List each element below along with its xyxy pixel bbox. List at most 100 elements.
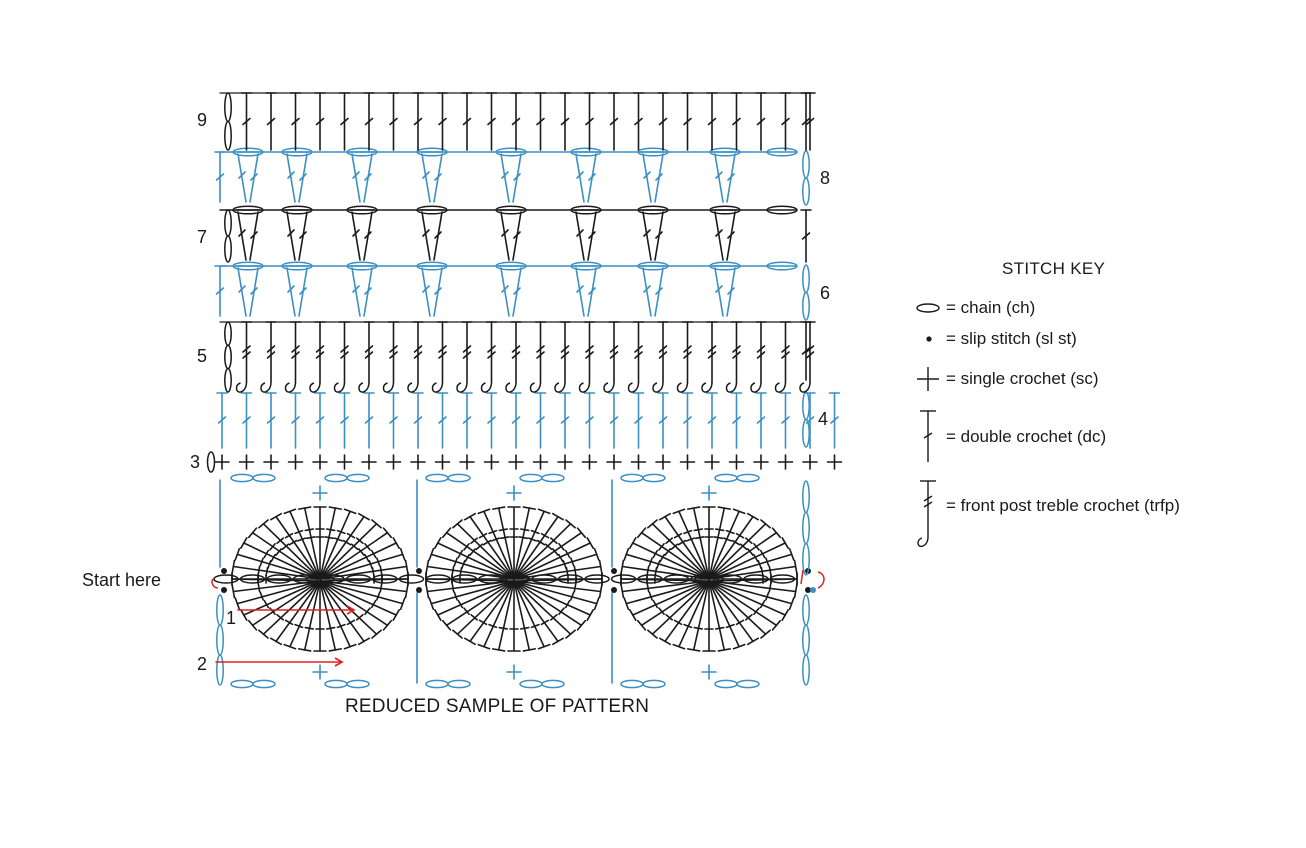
row5-trfp-bar1 [634,345,643,353]
fan-bottom-bar [370,599,377,609]
fan-top-stitch [513,507,531,580]
fan-top-stitch [708,515,754,580]
fan-bottom-stitch [708,580,797,593]
row-number-2: 2 [197,654,208,674]
fan-top-bar2 [746,548,754,556]
row7-v-left [642,211,652,261]
row2-bottom-chain [447,679,471,689]
fan-top-stitch [513,515,559,580]
row5-trfp-bar1 [732,345,741,353]
row9-dc-bar [609,117,619,126]
fan-top-stitch [303,507,321,580]
row6-v-left [714,267,724,317]
fan-bottom-cap [576,619,587,631]
row8-v-left [714,153,724,203]
fan-bottom-bar [470,613,479,621]
fan-top-cap [565,519,576,529]
fan-top-stitch [436,542,515,580]
fan-top-cap [593,547,600,561]
row5-trfp-hook [431,381,444,393]
fan-bottom-stitch [231,578,321,582]
row4-dc-bar [438,416,447,424]
row7-v-bar-r [250,231,258,239]
row4-dc-bar [511,416,521,424]
row4-dc-bar [340,416,349,424]
row5-trfp-bar1 [585,345,594,353]
row4-dc-bar [658,416,668,424]
row8-v-left [421,153,431,203]
fan-top-cap [258,519,269,529]
fan-bottom-cap [231,584,236,599]
fan-top-bar [765,557,770,567]
fan-bottom-bar [269,607,276,616]
fan-bottom-cap [382,619,393,631]
fan-bottom-stitch [513,580,545,648]
row2-bottom-chain [642,679,666,689]
row8-turning-chain-1 [802,177,810,206]
fan-bottom-cap [433,609,442,621]
fan-top-bar [470,537,479,545]
row7-turning-chain-0 [224,209,232,237]
fan-top-bar2 [757,560,762,570]
fan-bottom-bar [683,623,693,629]
row2-bottom-chain [346,679,370,689]
fan-top-stitch [513,553,598,580]
row5-trfp-hook [309,381,321,393]
fan-top-cap [371,519,382,529]
row9-dc-bar [438,117,447,126]
fan-center-chain [305,574,335,584]
fan-bottom-stitch [513,578,603,582]
fan-top-stitch [708,531,778,580]
row4-dc-bar [707,416,717,424]
fan-bottom-cap [371,629,382,639]
fan-bottom-bar [725,623,735,629]
fan-top-stitch [319,531,389,580]
fan-top-cap [760,519,771,529]
row8-v-left [286,153,296,203]
key-item-chain: = chain (ch) [912,293,1035,323]
fan-top-bar [379,565,383,576]
row5-trfp-hook [260,381,272,393]
fan-bottom-stitch [708,578,798,582]
row5-trfp-bar2 [413,351,423,359]
fan-bottom-bar [540,619,550,626]
row2-top-chain [519,473,543,483]
row5-trfp-bar2 [683,351,692,359]
row6-v-left [351,267,361,317]
row7-end-dc-bar [801,232,811,240]
fan-bottom-cap [441,619,452,631]
fan-bottom-bar [530,623,540,629]
fan-top-bar2 [267,560,272,570]
fan-bottom-stitch [319,580,389,627]
fan-top-bar2 [305,536,316,540]
fan-top-cap [298,506,312,510]
fan-top-cap [464,512,476,521]
fan-top-bar2 [371,566,375,577]
row-number-4: 4 [818,409,829,429]
fan-top-cap [343,508,357,515]
row5-trfp-bar2 [266,351,276,359]
key-double-crochet-text: = double crochet (dc) [946,427,1107,446]
fan-top-cap [392,537,401,549]
fan-bottom-cap [636,619,647,631]
row9-turning-chain-1 [224,120,232,151]
row9-dc-bar [291,117,300,126]
row5-trfp-hook [382,381,395,393]
row7-v-left [500,211,510,261]
row9-turning-chain-0 [224,92,232,123]
fan-top-bar [346,532,356,539]
fan-top-bar2 [752,553,759,563]
row5-trfp-bar2 [634,351,643,359]
row7-v-bar-r [513,231,521,239]
fan-bottom-cap [522,648,536,652]
row2-turning-chain-0 [216,594,224,626]
fan-bottom-stitch [497,580,515,651]
row2-bottom-chain [252,679,276,689]
fan-top-cap [399,547,406,561]
row2-top-chain [346,473,370,483]
row7-v-bar-l [422,229,430,237]
fan-top-bar [673,532,683,539]
row5-trfp-bar2 [315,351,325,359]
row9-dc-bar [242,117,251,126]
fan-bottom-stitch [262,580,321,635]
